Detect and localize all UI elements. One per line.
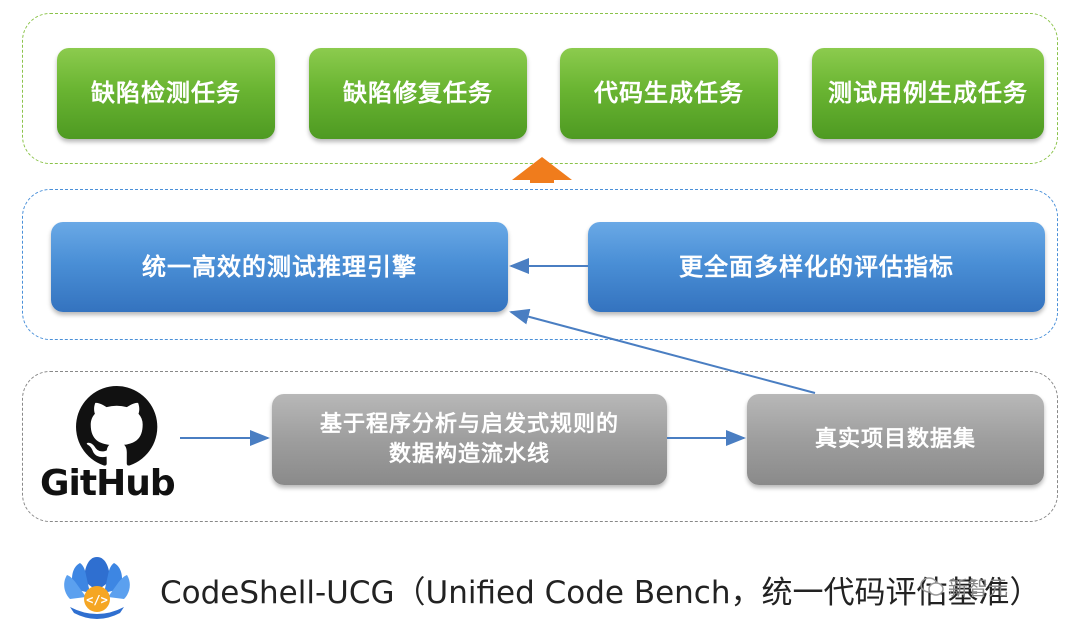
task-defect-detection: 缺陷检测任务 xyxy=(57,48,275,139)
pipeline-line-2: 数据构造流水线 xyxy=(388,441,550,467)
task-defect-repair: 缺陷修复任务 xyxy=(309,48,527,139)
github-wordmark: GitHub xyxy=(40,463,176,504)
task-test-case-generation: 测试用例生成任务 xyxy=(812,48,1044,139)
pipeline-line-1: 基于程序分析与启发式规则的 xyxy=(319,411,619,437)
watermark-text: 新智元 xyxy=(948,576,1008,600)
footer-title: CodeShell-UCG（Unified Code Bench，统一代码评估基… xyxy=(160,575,1041,611)
wechat-icon xyxy=(920,576,944,596)
watermark: 新智元 xyxy=(920,572,1008,601)
inference-engine-box: 统一高效的测试推理引擎 xyxy=(51,222,508,312)
codeshell-logo-icon: </> xyxy=(64,557,130,619)
github-octocat-icon xyxy=(76,386,158,466)
evaluation-metrics-box: 更全面多样化的评估指标 xyxy=(588,222,1045,312)
task-code-generation: 代码生成任务 xyxy=(560,48,778,139)
data-pipeline-box: 基于程序分析与启发式规则的 数据构造流水线 xyxy=(272,394,667,485)
real-project-dataset-box: 真实项目数据集 xyxy=(747,394,1044,485)
svg-text:</>: </> xyxy=(86,593,108,607)
